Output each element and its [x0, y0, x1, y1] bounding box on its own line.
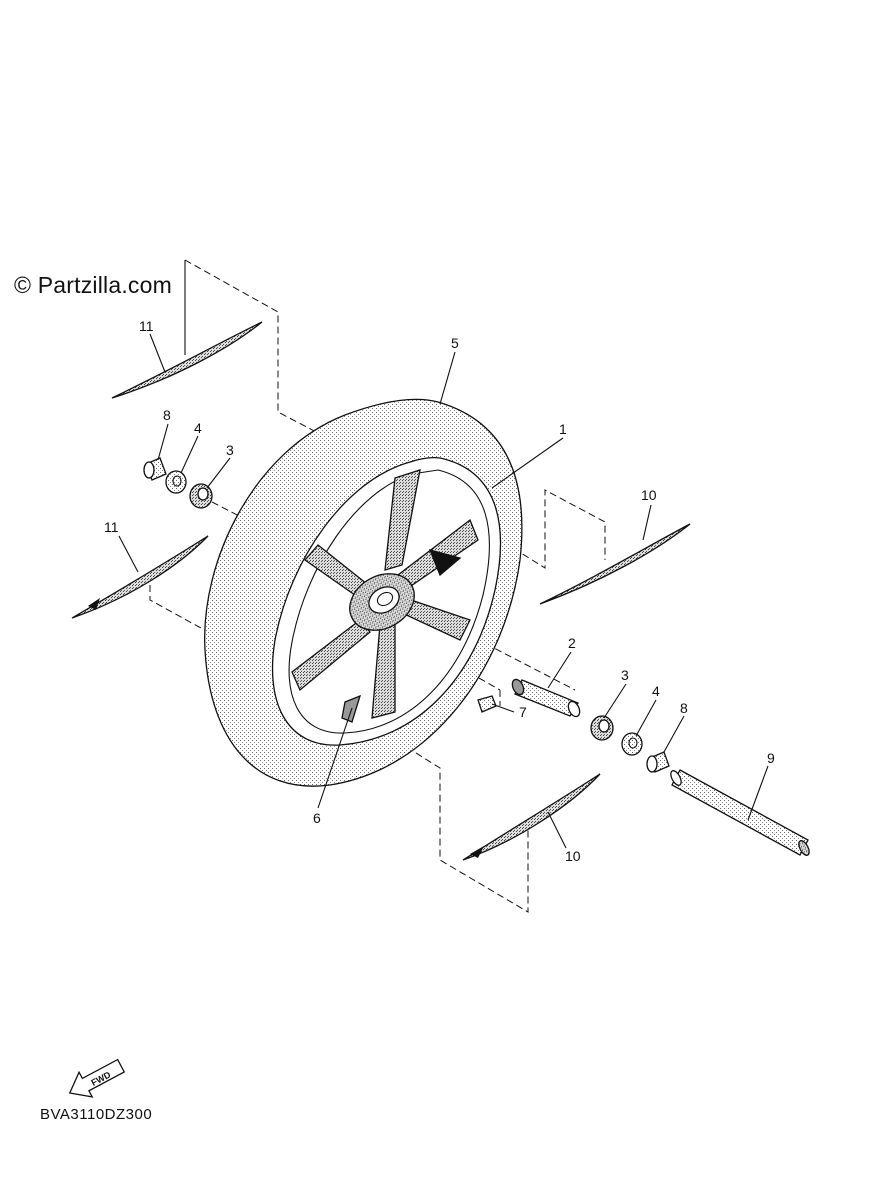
rim-stripe-lower-left [71, 535, 209, 619]
wheel-axle [670, 769, 810, 856]
callout-2: 2 [568, 635, 576, 651]
callout-3-left: 3 [226, 442, 234, 458]
oil-seal-left [165, 470, 187, 494]
callout-10-lower: 10 [565, 848, 581, 864]
oil-seal-right [621, 732, 643, 756]
leader-lines [118, 333, 769, 849]
callout-10-upper: 10 [641, 487, 657, 503]
callout-11-lower: 11 [104, 519, 119, 535]
bearing-left [189, 483, 213, 509]
tire-valve [341, 694, 362, 723]
callout-5: 5 [451, 335, 459, 351]
spacer-collar-right [646, 751, 670, 773]
drawing-code: BVA3110DZ300 [40, 1106, 153, 1123]
callout-11-upper: 11 [139, 318, 154, 334]
callout-8-left: 8 [163, 407, 171, 423]
fwd-arrow-icon: FWD [68, 1058, 126, 1098]
callout-6: 6 [313, 810, 321, 826]
bearing-right [590, 715, 614, 741]
watermark: © Partzilla.com [14, 272, 172, 298]
rim-stripe-upper-left [111, 321, 263, 399]
callout-4-left: 4 [194, 420, 202, 436]
callout-7: 7 [519, 704, 527, 720]
spacer-collar-left [143, 457, 167, 481]
callout-3-right: 3 [621, 667, 629, 683]
callout-9: 9 [767, 750, 775, 766]
callout-1: 1 [559, 421, 567, 437]
wheel-assembly [204, 398, 523, 787]
callout-labels: 1 2 3 3 4 4 5 6 7 8 8 9 10 10 11 11 [104, 318, 775, 864]
rim-inner [288, 469, 490, 734]
wheel-hub [349, 573, 415, 631]
callout-8-right: 8 [680, 700, 688, 716]
collar-right [511, 678, 581, 718]
callout-4-right: 4 [652, 683, 660, 699]
rim-stripe-lower-right [462, 773, 601, 861]
rim-stripe-upper-right [539, 523, 691, 605]
